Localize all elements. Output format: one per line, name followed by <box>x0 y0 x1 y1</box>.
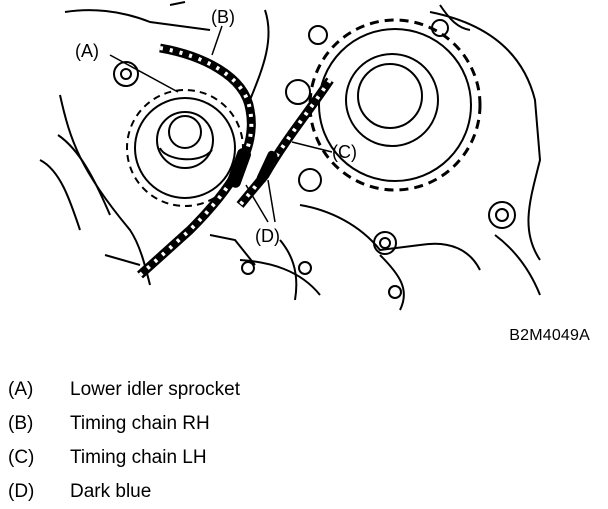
leader-lines <box>109 25 333 223</box>
bolts <box>113 19 516 299</box>
legend-key: (A) <box>8 379 34 400</box>
callout-c: (C) <box>332 142 357 162</box>
figure-code: B2M4049A <box>509 327 590 344</box>
legend-row: (B) Timing chain RH <box>8 407 240 441</box>
timing-chain-rh <box>136 43 256 279</box>
callouts: (A) (B) (C) (D) <box>75 7 357 246</box>
camshaft-sprocket <box>308 18 482 192</box>
legend-key: (D) <box>8 481 35 502</box>
legend: (A) Lower idler sprocket (B) Timing chai… <box>8 373 240 509</box>
legend-text: Dark blue <box>70 481 152 502</box>
legend-row: (A) Lower idler sprocket <box>8 373 240 407</box>
legend-row: (D) Dark blue <box>8 475 240 509</box>
legend-key: (B) <box>8 413 34 434</box>
legend-key: (C) <box>8 447 35 468</box>
legend-text: Timing chain LH <box>70 447 207 468</box>
legend-text: Lower idler sprocket <box>70 379 241 400</box>
legend-text: Timing chain RH <box>70 413 210 434</box>
engine-housing <box>39 1 542 311</box>
callout-b: (B) <box>211 7 235 27</box>
callout-d: (D) <box>255 226 280 246</box>
engine-timing-diagram: (A) (B) (C) (D) <box>39 1 542 311</box>
dark-blue-links <box>226 148 278 188</box>
callout-a: (A) <box>75 41 99 61</box>
legend-row: (C) Timing chain LH <box>8 441 240 475</box>
